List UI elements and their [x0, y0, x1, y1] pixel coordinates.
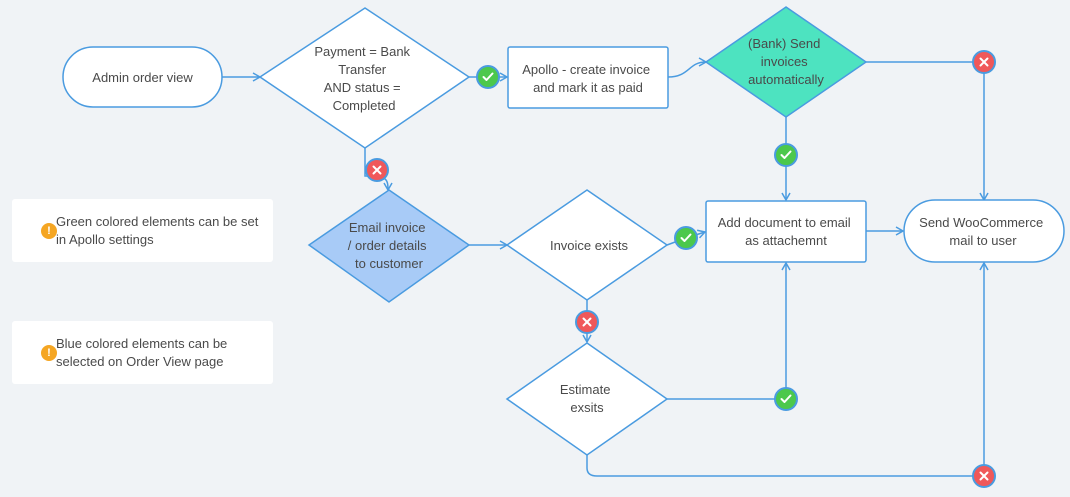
payment-check-decision: Payment = Bank Transfer AND status = Com… [258, 7, 471, 149]
send-woocommerce-label: Send WooCommerce mail to user [919, 215, 1047, 248]
cross-icon [979, 57, 989, 67]
admin-order-view-node: Admin order view [62, 46, 223, 108]
legend-note-blue-text: Blue colored elements can be selected on… [56, 335, 228, 369]
no-badge-estimate [972, 464, 996, 488]
yes-badge-bank [774, 143, 798, 167]
apollo-create-invoice-node: Apollo - create invoice and mark it as p… [507, 46, 669, 109]
apollo-create-invoice-label: Apollo - create invoice and mark it as p… [522, 62, 654, 95]
bank-send-invoices-label: (Bank) Send invoices automatically [748, 36, 824, 87]
yes-badge-invoice-exists [674, 226, 698, 250]
email-invoice-decision: Email invoice / order details to custome… [307, 189, 471, 303]
admin-order-view-label: Admin order view [92, 70, 193, 85]
edge-bank-to-woocommerce [866, 61, 989, 202]
exclamation-icon: ! [41, 222, 57, 239]
edge-estimate-to-add-document [667, 261, 791, 400]
check-icon [482, 72, 494, 81]
add-document-label: Add document to email as attachemnt [718, 215, 855, 248]
estimate-exists-decision: Estimate exsits [505, 342, 669, 456]
yes-badge-estimate [774, 387, 798, 411]
cross-icon [582, 317, 592, 327]
add-document-node: Add document to email as attachemnt [705, 200, 867, 263]
bank-send-invoices-decision: (Bank) Send invoices automatically [704, 6, 868, 118]
invoice-exists-label: Invoice exists [550, 238, 629, 253]
email-invoice-label: Email invoice / order details to custome… [348, 220, 430, 271]
estimate-exists-label: Estimate exsits [560, 382, 614, 415]
send-woocommerce-node: Send WooCommerce mail to user [903, 199, 1065, 263]
yes-badge-payment [476, 65, 500, 89]
no-badge-invoice-exists [575, 310, 599, 334]
cross-icon [979, 471, 989, 481]
legend-note-green: ! Green colored elements can be set in A… [12, 199, 273, 262]
cross-icon [372, 165, 382, 175]
check-icon [780, 394, 792, 403]
no-badge-bank [972, 50, 996, 74]
no-badge-payment [365, 158, 389, 182]
check-icon [680, 233, 692, 242]
invoice-exists-decision: Invoice exists [505, 189, 669, 301]
edge-estimate-to-woocommerce [586, 261, 989, 477]
exclamation-icon: ! [41, 344, 57, 361]
legend-note-green-text: Green colored elements can be set in Apo… [56, 213, 259, 247]
legend-note-blue: ! Blue colored elements can be selected … [12, 321, 273, 384]
edge-apollo-to-bank [667, 57, 708, 78]
check-icon [780, 150, 792, 159]
payment-check-label: Payment = Bank Transfer AND status = Com… [314, 44, 413, 113]
